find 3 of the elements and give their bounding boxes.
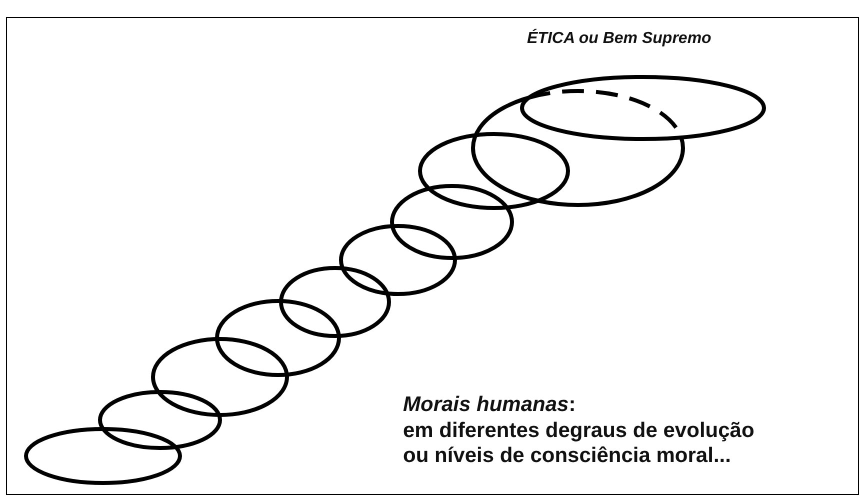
heading: Morais humanas: — [403, 393, 576, 417]
top-label: ÉTICA ou Bem Supremo — [527, 30, 712, 48]
description: em diferentes degraus de evolução ou níveis de consciência moral... — [403, 418, 756, 468]
